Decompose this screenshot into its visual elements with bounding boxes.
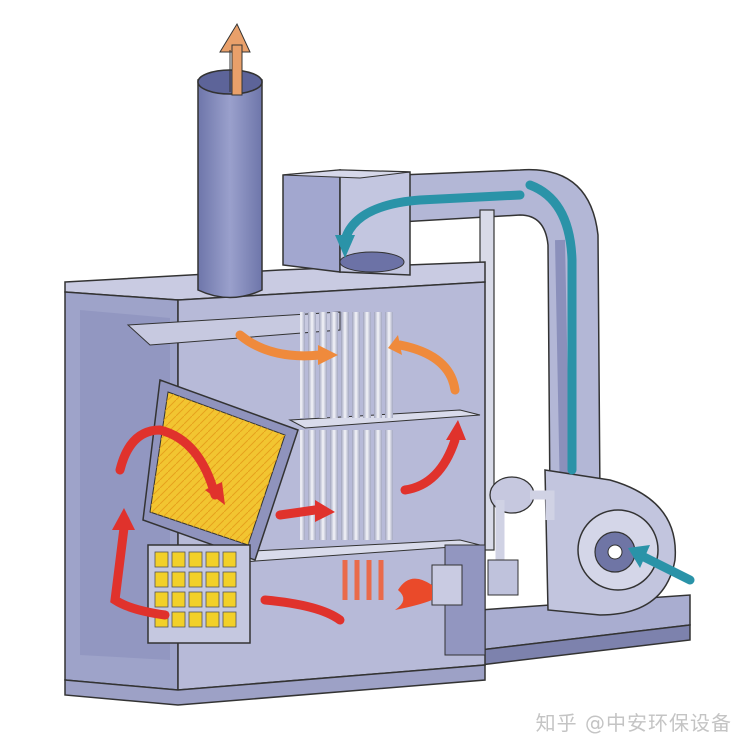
fresh-air-flow-arrows bbox=[340, 180, 695, 585]
top-box bbox=[282, 169, 411, 276]
burner bbox=[342, 560, 463, 610]
warm-gas-flow-arrows bbox=[235, 330, 460, 395]
watermark: 知乎 @中安环保设备 bbox=[535, 711, 732, 735]
hot-arrowheads bbox=[112, 420, 466, 530]
warm-arrowheads bbox=[318, 335, 402, 365]
fresh-air-arrowheads bbox=[335, 235, 650, 568]
air-duct bbox=[399, 168, 601, 551]
burner-grid bbox=[147, 544, 251, 644]
blower-fan bbox=[544, 469, 677, 616]
pump bbox=[487, 476, 555, 596]
chimney bbox=[197, 22, 263, 299]
hot-gas-flow-arrows bbox=[110, 425, 460, 625]
heat-exchanger-tubes bbox=[300, 312, 396, 540]
heat-panel bbox=[142, 378, 299, 561]
